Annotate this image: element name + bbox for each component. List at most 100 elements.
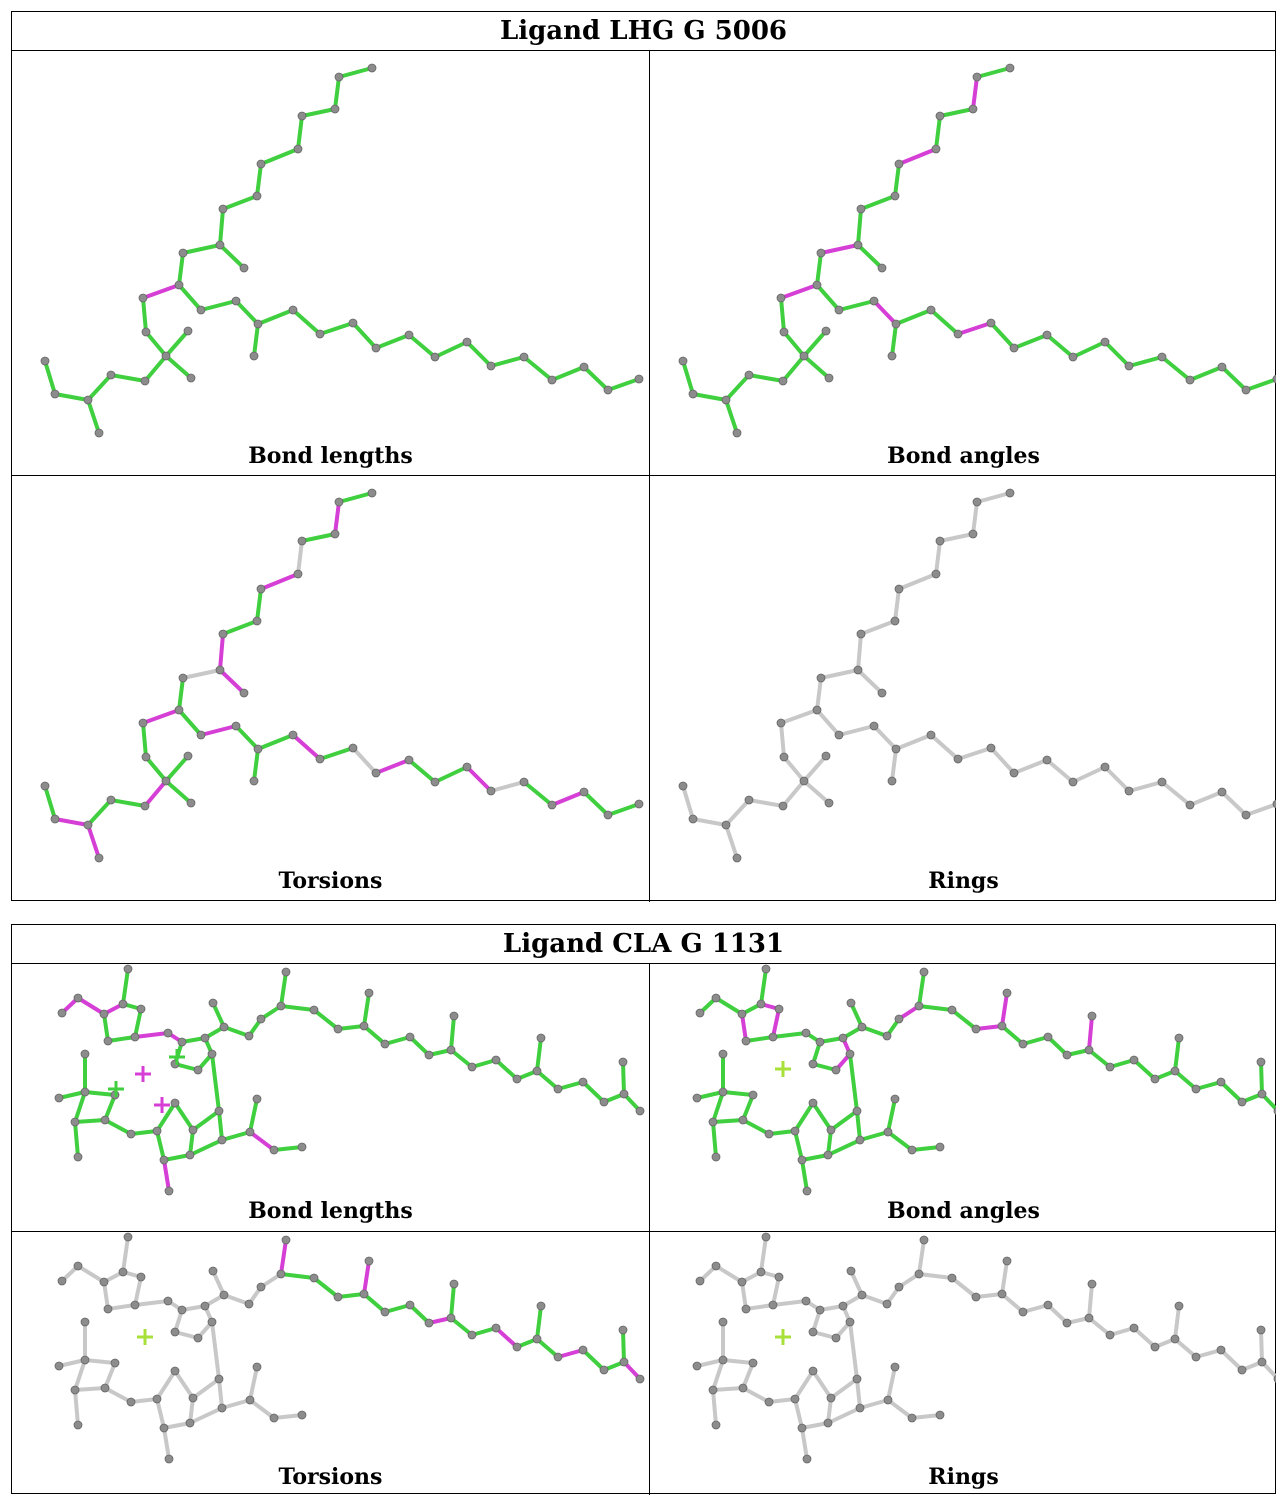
atom (253, 319, 263, 329)
atom (834, 730, 844, 740)
atom (519, 777, 529, 787)
bond (724, 823, 739, 860)
bond (1173, 1036, 1181, 1073)
atom (330, 104, 340, 114)
atom (823, 1150, 833, 1160)
molecule-diagram (54, 1232, 645, 1464)
bond (494, 1326, 519, 1349)
atom (40, 356, 50, 366)
bond (581, 1080, 606, 1104)
bond (191, 1109, 221, 1132)
atom (217, 1135, 227, 1145)
atom (215, 240, 225, 250)
atom (239, 688, 249, 698)
bond (535, 1304, 543, 1341)
bond (109, 373, 147, 383)
atom (579, 787, 589, 797)
bond (449, 1282, 456, 1320)
bond (815, 708, 841, 737)
bond (826, 1138, 862, 1157)
bond (300, 107, 337, 118)
atom (404, 330, 414, 340)
atom (618, 1325, 628, 1335)
atom (834, 305, 844, 315)
atom (293, 144, 303, 154)
bond (103, 1118, 133, 1136)
bond (210, 1320, 221, 1381)
atom (1170, 1066, 1180, 1076)
atom (711, 1261, 721, 1271)
cell-bond-angles: Bond angles (650, 51, 1276, 475)
atom (547, 800, 557, 810)
atom (293, 569, 303, 579)
bond (255, 587, 263, 623)
atom (812, 280, 822, 290)
bond (897, 572, 938, 591)
bond (76, 996, 106, 1016)
atom (1100, 337, 1110, 347)
atom (853, 665, 863, 675)
bond (333, 75, 341, 111)
atom (947, 1005, 957, 1015)
atom (512, 1342, 522, 1352)
bond (164, 754, 190, 783)
bond (711, 1358, 725, 1392)
molecule-graph (40, 488, 644, 863)
atom (553, 1084, 563, 1094)
atom (231, 721, 241, 731)
atom (50, 814, 60, 824)
bond (1087, 1316, 1112, 1337)
bond (621, 1328, 626, 1364)
atom (123, 1232, 133, 1242)
bond (407, 758, 437, 784)
bond (103, 1386, 133, 1404)
atom (695, 1276, 705, 1286)
divider (12, 1231, 1276, 1232)
atom (748, 1090, 758, 1100)
bond (177, 676, 185, 712)
atom (891, 319, 901, 329)
bond (1132, 1058, 1157, 1081)
bond (256, 733, 295, 751)
atom (808, 1098, 818, 1108)
bond (771, 1031, 808, 1039)
bond (259, 572, 300, 591)
bond (57, 1090, 87, 1100)
atom (894, 159, 904, 169)
bond (971, 500, 979, 536)
atom (256, 159, 266, 169)
atom (721, 820, 731, 830)
bond (1244, 802, 1276, 817)
cell-bond-lengths: Bond lengths (12, 964, 649, 1231)
bond (259, 147, 300, 166)
atom (635, 1106, 645, 1116)
bond (744, 1035, 775, 1043)
divider (649, 963, 650, 1495)
atom (935, 1142, 945, 1152)
atom (70, 1117, 80, 1127)
atom (968, 104, 978, 114)
bond (802, 754, 828, 783)
atom (953, 329, 963, 339)
bond (106, 1035, 137, 1043)
bond (162, 1421, 192, 1430)
atom (890, 1094, 900, 1104)
atom (812, 705, 822, 715)
atom (424, 1318, 434, 1328)
bond (218, 243, 246, 270)
atom (1018, 1039, 1028, 1049)
atom (1043, 1300, 1053, 1310)
atom (856, 629, 866, 639)
bond (211, 1001, 226, 1029)
atom (914, 1001, 924, 1011)
bond (121, 967, 130, 1006)
atom (877, 263, 887, 273)
bond (747, 798, 785, 808)
atom (708, 1385, 718, 1395)
bond (779, 721, 786, 759)
atom (159, 1423, 169, 1433)
bond (73, 1120, 80, 1159)
bond (103, 1361, 117, 1390)
atom (891, 744, 901, 754)
atom (188, 1125, 198, 1135)
